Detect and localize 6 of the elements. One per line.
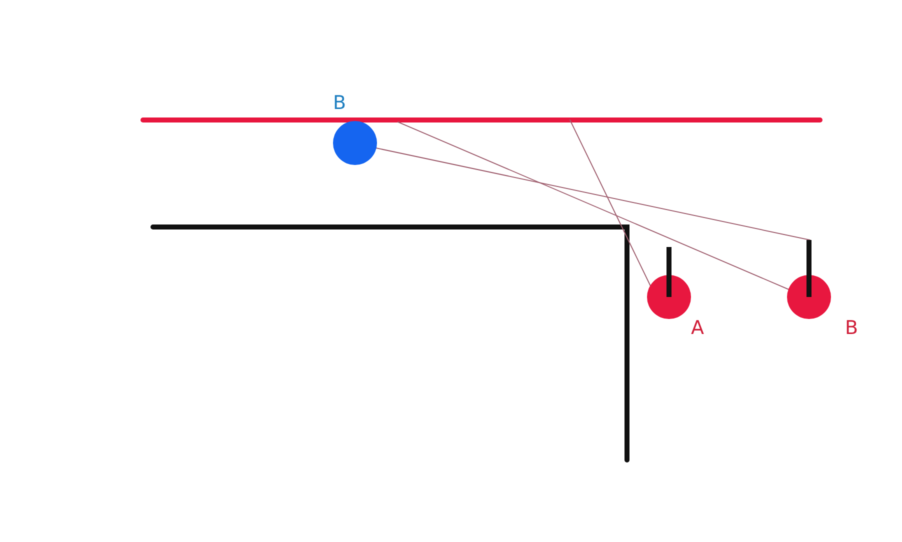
player-label: B: [845, 317, 858, 339]
sight-line: [398, 122, 790, 290]
sight-line: [570, 120, 652, 288]
sight-line: [376, 148, 810, 240]
player-label: A: [691, 317, 704, 339]
player-label: B: [333, 92, 346, 114]
